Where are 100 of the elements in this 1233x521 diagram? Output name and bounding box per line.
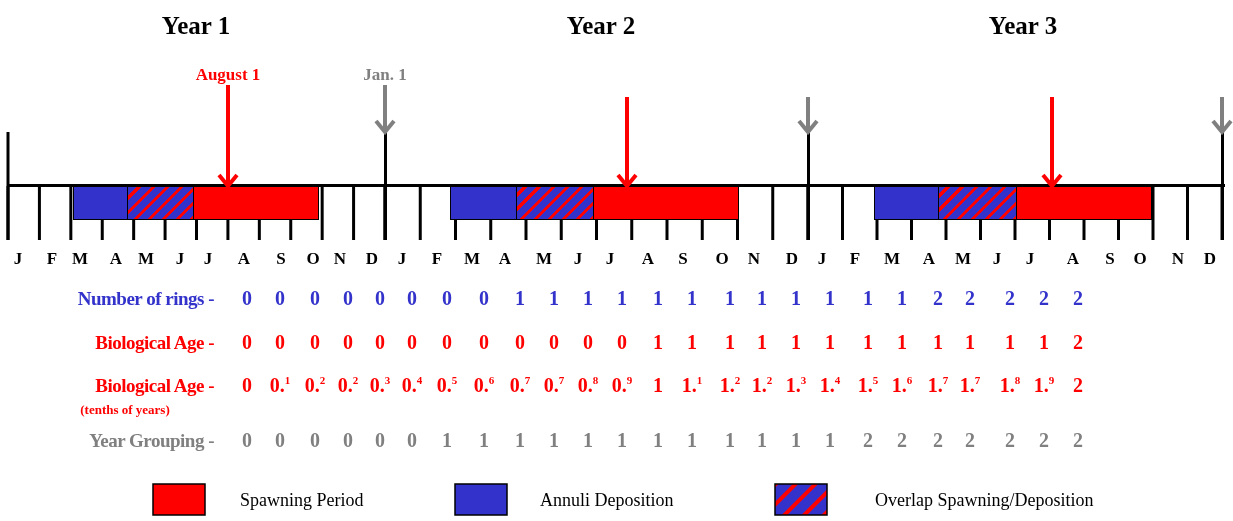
month-label: F [431,249,443,267]
age-value: 1 [653,332,663,352]
year-group-value: 2 [933,430,943,450]
age-tenths-value: 0.$^{7}$ [509,375,531,395]
month-label: S [276,249,286,267]
year-group-value: 0 [242,430,252,450]
age-value: 0 [442,332,452,352]
ring-count: 0 [275,288,285,308]
ring-count: 0 [242,288,252,308]
row-sublabel: (tenths of years) [80,402,170,416]
age-tenths-value: 0 [242,375,252,395]
row-label: Number of rings - [77,288,214,308]
year-group-value: 0 [375,430,385,450]
spawning-period-bar [1016,186,1152,220]
year-group-value: 1 [757,430,767,450]
age-tenths-value: 0.$^{1}$ [269,375,291,395]
arrow [1041,97,1063,188]
month-label: O [1133,249,1147,267]
age-value: 0 [275,332,285,352]
age-value: 1 [965,332,975,352]
spawning-period-bar [593,186,739,220]
arrow [374,85,396,134]
ring-count: 2 [1073,288,1083,308]
month-label: J [397,249,407,267]
ring-count: 1 [825,288,835,308]
month-label: J [1025,249,1035,267]
month-label: D [785,249,799,267]
annuli-deposition-bar [874,186,940,220]
month-label: N [1171,249,1185,267]
age-value: 0 [407,332,417,352]
ring-count: 0 [310,288,320,308]
row-label: Biological Age - [95,332,214,352]
year-heading: Year 2 [566,12,636,38]
spawning-period-bar [193,186,319,220]
age-value: 0 [617,332,627,352]
month-label: D [1203,249,1217,267]
date-label: August 1 [194,65,262,85]
month-label: J [203,249,213,267]
age-value: 0 [343,332,353,352]
year-group-value: 2 [1073,430,1083,450]
ring-count: 1 [583,288,593,308]
age-tenths-value: 0.$^{8}$ [577,375,599,395]
ring-count: 0 [375,288,385,308]
ring-count: 1 [515,288,525,308]
year-group-value: 0 [343,430,353,450]
age-value: 0 [242,332,252,352]
age-tenths-value: 0.$^{6}$ [473,375,495,395]
month-label: N [747,249,761,267]
ring-count: 0 [407,288,417,308]
age-value: 1 [825,332,835,352]
age-tenths-value: 1 [653,375,663,395]
arrow [217,85,239,188]
age-tenths-value: 1.$^{5}$ [857,375,879,395]
age-tenths-value: 1.$^{3}$ [785,375,807,395]
age-value: 1 [1039,332,1049,352]
date-label: Jan. 1 [362,65,408,85]
ring-count: 1 [791,288,801,308]
year-group-value: 1 [653,430,663,450]
annuli-deposition-bar [73,186,129,220]
age-value: 1 [725,332,735,352]
year-group-value: 0 [310,430,320,450]
age-value: 0 [479,332,489,352]
year-group-value: 1 [617,430,627,450]
age-value: 1 [757,332,767,352]
row-label: Biological Age - [95,375,214,395]
ring-count: 0 [343,288,353,308]
age-value: 0 [549,332,559,352]
month-label: A [109,249,123,267]
age-tenths-value: 1.$^{1}$ [681,375,703,395]
age-tenths-value: 0.$^{3}$ [369,375,391,395]
month-label: J [817,249,827,267]
month-label: M [138,249,154,267]
age-tenths-value: 1.$^{8}$ [999,375,1021,395]
month-label: A [1066,249,1080,267]
age-tenths-value: 1.$^{7}$ [959,375,981,395]
age-tenths-value: 1.$^{7}$ [927,375,949,395]
age-value: 0 [310,332,320,352]
month-label: M [464,249,480,267]
overlap-bar [127,186,195,220]
ring-count: 1 [549,288,559,308]
month-label: M [955,249,971,267]
month-label: F [849,249,861,267]
ring-count: 1 [897,288,907,308]
ring-count: 2 [965,288,975,308]
age-tenths-value: 1.$^{4}$ [819,375,841,395]
month-label: N [333,249,347,267]
arrow [1211,97,1233,134]
age-value: 0 [515,332,525,352]
year-boundary-tick [383,132,387,240]
ring-count: 2 [1005,288,1015,308]
annuli-deposition-bar [450,186,518,220]
year-boundary-tick [806,132,810,240]
month-label: A [237,249,251,267]
month-label: O [306,249,320,267]
ring-count: 2 [933,288,943,308]
legend-label: Overlap Spawning/Deposition [875,491,1094,509]
ring-count: 1 [653,288,663,308]
month-label: J [992,249,1002,267]
year-group-value: 1 [725,430,735,450]
age-tenths-value: 0.$^{7}$ [543,375,565,395]
